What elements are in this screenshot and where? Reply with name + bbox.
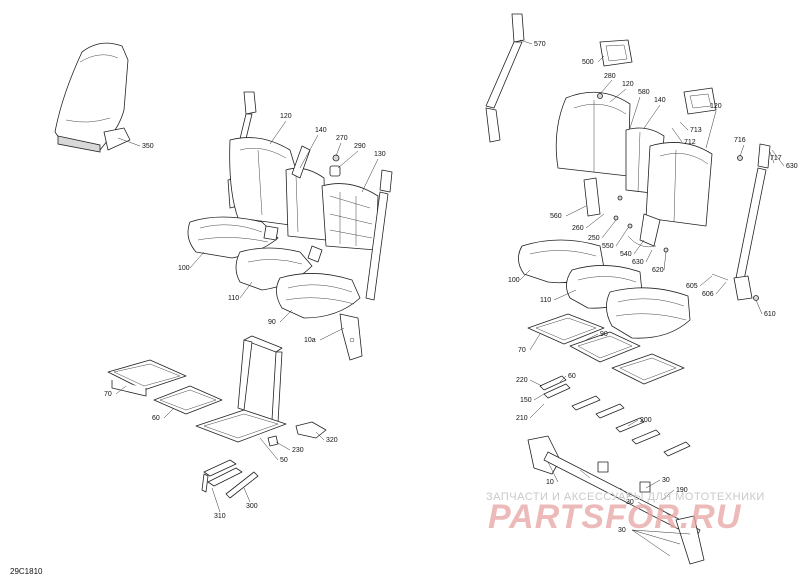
left-seat-cushions <box>187 216 361 319</box>
watermark: ЗАПЧАСТИ И АКСЕССУАРЫ ДЛЯ МОТОТЕХНИКИ PA… <box>486 491 765 536</box>
buckle-540 <box>627 213 661 248</box>
right-backrest <box>555 91 713 227</box>
callout-500: 500 <box>582 59 594 66</box>
callout-120: 120 <box>622 81 634 88</box>
left-seat-frame-70 <box>107 359 187 397</box>
callout-220: 220 <box>516 377 528 384</box>
callout-717: 717 <box>770 155 782 162</box>
seat-back-cover <box>54 42 131 153</box>
callout-290: 290 <box>354 143 366 150</box>
callout-30: 30 <box>618 527 626 534</box>
svg-text:ЗАПЧАСТИ И АКСЕССУАРЫ ДЛЯ МОТО: ЗАПЧАСТИ И АКСЕССУАРЫ ДЛЯ МОТОТЕХНИКИ <box>486 491 765 503</box>
seat-frame-50 <box>195 335 287 443</box>
callout-70: 70 <box>518 347 526 354</box>
callouts-left: 350 120 140 270 290 130 100 110 90 10a 7… <box>104 113 386 520</box>
base-frame <box>527 435 705 565</box>
right-side-belt <box>733 143 771 301</box>
callout-70: 70 <box>104 391 112 398</box>
callout-100: 100 <box>178 265 190 272</box>
callout-540: 540 <box>620 251 632 258</box>
callout-580: 580 <box>638 89 650 96</box>
part-320 <box>295 421 327 439</box>
callout-280: 280 <box>604 73 616 80</box>
callout-350: 350 <box>142 143 154 150</box>
sliders-150 <box>539 375 691 457</box>
callout-610: 610 <box>764 311 776 318</box>
callout-30: 30 <box>662 477 670 484</box>
callout-605: 605 <box>686 283 698 290</box>
left-backrest <box>229 137 379 251</box>
callout-110: 110 <box>228 295 239 302</box>
callout-570: 570 <box>534 41 546 48</box>
callouts-right: 570 500 280 120 580 140 713 712 120 716 … <box>508 41 798 534</box>
right-seat-cushions <box>518 239 691 339</box>
callout-110: 110 <box>540 297 551 304</box>
callout-60: 60 <box>152 415 160 422</box>
callout-630: 630 <box>786 163 798 170</box>
headrest-500 <box>599 39 633 67</box>
callout-270: 270 <box>336 135 348 142</box>
callout-130: 130 <box>374 151 386 158</box>
right-shoulder-belt-570 <box>485 13 525 143</box>
callout-90: 90 <box>600 331 608 338</box>
callout-50: 50 <box>280 457 288 464</box>
bolts-small <box>597 93 759 301</box>
callout-60: 60 <box>568 373 576 380</box>
part-230 <box>267 435 279 447</box>
callout-310: 310 <box>214 513 226 520</box>
tube-300 <box>225 471 259 499</box>
clip-parts <box>291 145 341 179</box>
bracket-10a <box>339 313 363 361</box>
callout-140: 140 <box>654 97 666 104</box>
callout-620: 620 <box>652 267 664 274</box>
callout-30: 30 <box>626 499 634 506</box>
callout-230: 230 <box>292 447 304 454</box>
callout-90: 90 <box>268 319 276 326</box>
callout-150: 150 <box>520 397 532 404</box>
callout-630: 630 <box>632 259 644 266</box>
callout-120: 120 <box>710 103 722 110</box>
callout-550: 550 <box>602 243 614 250</box>
callout-200: 200 <box>640 417 652 424</box>
callout-120: 120 <box>280 113 292 120</box>
callout-716: 716 <box>734 137 746 144</box>
callout-713: 713 <box>690 127 702 134</box>
callout-10: 10 <box>546 479 554 486</box>
callout-250: 250 <box>588 235 600 242</box>
callout-260: 260 <box>572 225 584 232</box>
callout-300: 300 <box>246 503 258 510</box>
callout-560: 560 <box>550 213 562 220</box>
callout-190: 190 <box>676 487 688 494</box>
callout-210: 210 <box>516 415 528 422</box>
slider-rails-310 <box>201 459 243 493</box>
headrest-713 <box>683 87 717 115</box>
callout-10a: 10a <box>304 337 316 344</box>
callout-leaders-left <box>115 120 379 513</box>
callout-320: 320 <box>326 437 338 444</box>
callout-606: 606 <box>702 291 714 298</box>
callout-100: 100 <box>508 277 520 284</box>
buckle-560 <box>583 177 601 217</box>
callout-leaders-right <box>519 39 785 557</box>
diagram-code: 29C1810 <box>10 567 43 576</box>
right-seat-frames <box>527 313 685 385</box>
left-seat-frame-60 <box>153 385 223 415</box>
svg-text:PARTSFOR.RU: PARTSFOR.RU <box>488 498 742 536</box>
callout-140: 140 <box>315 127 327 134</box>
left-assembly-side-belt <box>365 169 393 301</box>
callout-712: 712 <box>684 139 696 146</box>
